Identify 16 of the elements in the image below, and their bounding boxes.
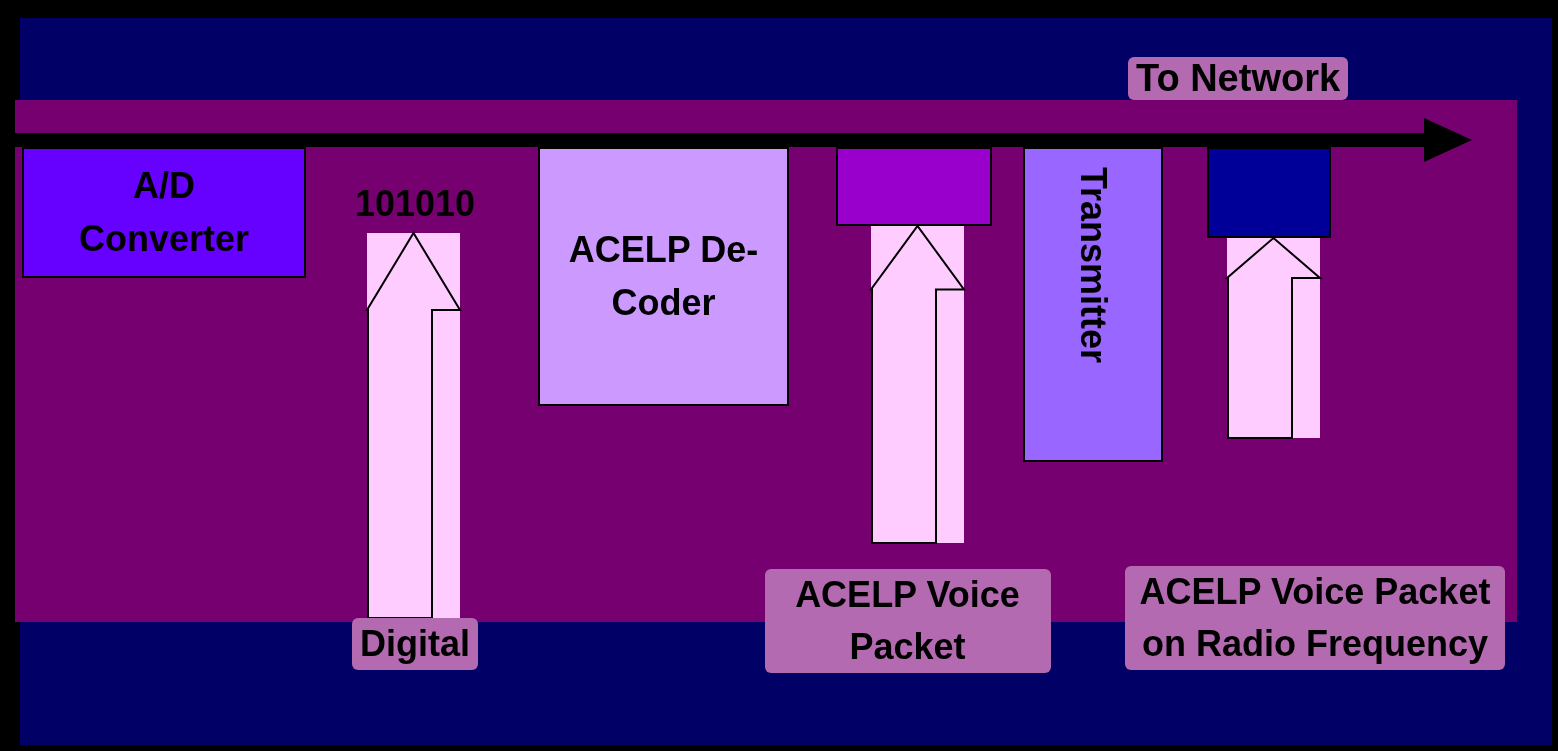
block-arrow	[365, 231, 462, 619]
node-label: 101010	[354, 182, 476, 227]
node-label: ACELP Voice Packet on Radio Frequency	[1125, 565, 1505, 670]
node-label: ACELP De-Coder	[567, 228, 760, 325]
node-label: A/D Converter	[77, 164, 251, 261]
node-label: Transmitter	[1075, 167, 1111, 364]
process-box	[22, 147, 306, 278]
process-box	[538, 147, 789, 406]
node-label: Digital	[352, 617, 478, 671]
node-label: ACELP Voice Packet	[764, 568, 1051, 673]
empty-box	[836, 147, 992, 226]
network-label: To Network	[1128, 57, 1349, 100]
block-arrow	[1224, 236, 1323, 439]
process-box	[1023, 147, 1163, 462]
empty-box	[1207, 147, 1331, 238]
block-arrow	[869, 224, 966, 544]
